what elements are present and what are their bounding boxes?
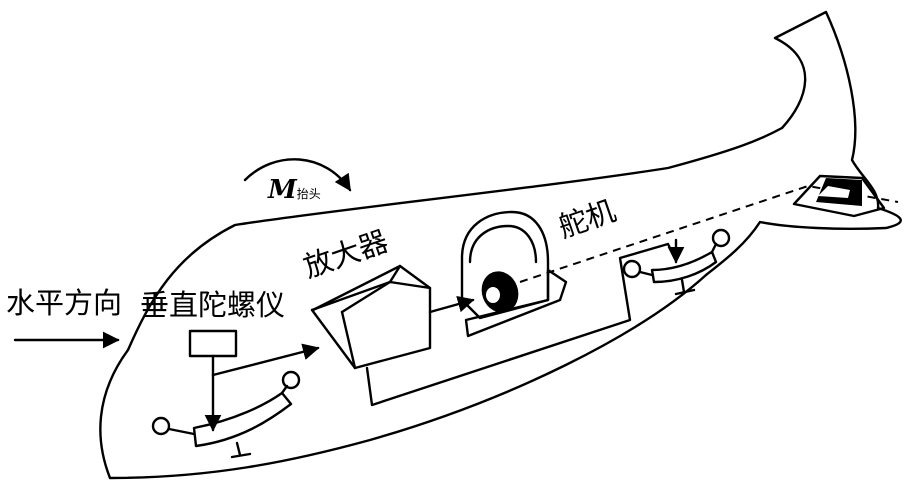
vertical-gyro-box xyxy=(188,329,238,358)
horizontal-direction-label: 水平方向 xyxy=(6,286,123,320)
control-cable-dashed xyxy=(519,184,899,283)
elevator-surface xyxy=(792,174,886,218)
moment-subscript: 抬头 xyxy=(296,187,321,201)
fuselage-outline xyxy=(99,10,902,480)
vertical-gyro-label: 垂直陀螺仪 xyxy=(140,288,286,322)
pitch-moment-label: M抬头 xyxy=(268,177,321,203)
amplifier-box xyxy=(310,264,432,370)
gyro-to-amplifier-arrow xyxy=(211,343,320,377)
moment-symbol: M xyxy=(268,175,297,205)
servo-unit xyxy=(460,210,568,338)
rear-potentiometer xyxy=(622,228,731,296)
pitch-moment-arrow xyxy=(243,158,352,192)
front-potentiometer xyxy=(151,370,301,459)
amplifier-to-servo-arrow xyxy=(428,295,475,314)
feedback-line xyxy=(365,242,678,407)
